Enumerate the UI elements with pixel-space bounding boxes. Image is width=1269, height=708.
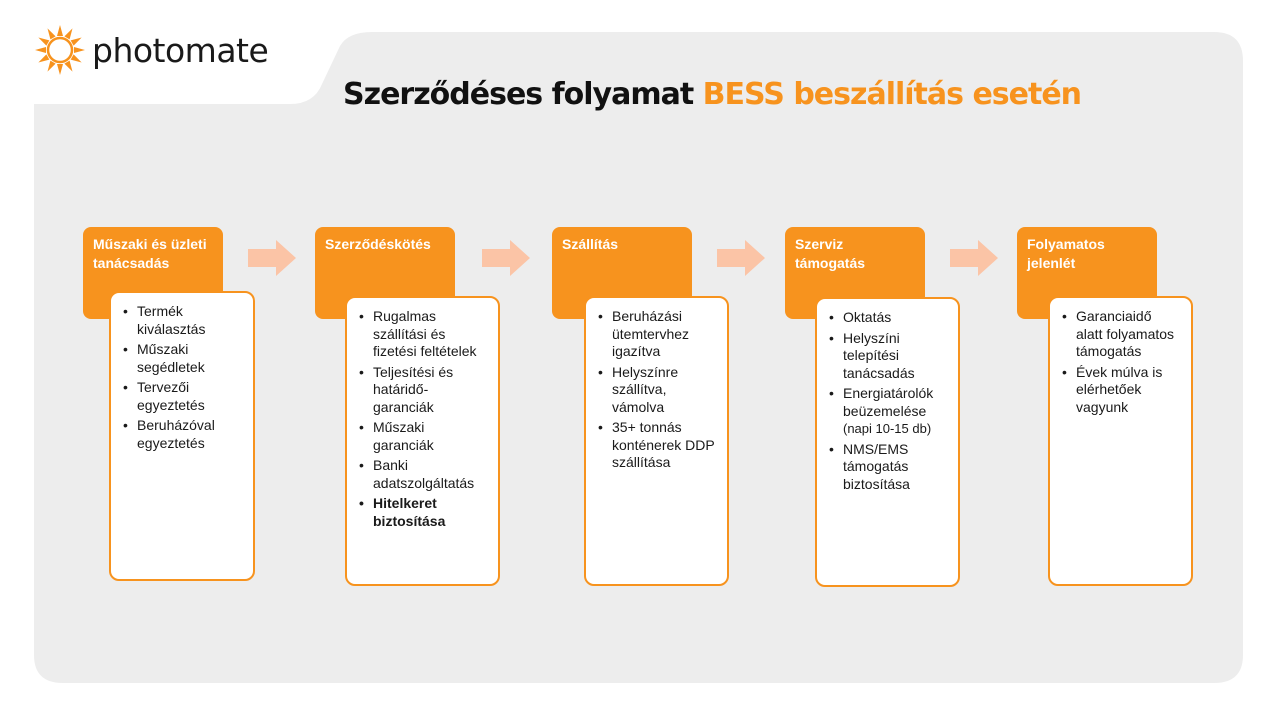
step-4-title: Szerviz támogatás xyxy=(795,236,866,271)
step-1-list: Termék kiválasztás Műszaki segédletek Te… xyxy=(121,303,243,452)
sun-logo-icon xyxy=(35,25,85,75)
list-item: Helyszíni telepítési tanácsadás xyxy=(827,330,948,383)
list-item: Műszaki garanciák xyxy=(357,419,488,454)
list-item: Helyszínre szállítva, vámolva xyxy=(596,364,717,417)
arrow-right-icon xyxy=(248,240,296,276)
step-1-card: Termék kiválasztás Műszaki segédletek Te… xyxy=(109,291,255,581)
step-1-title: Műszaki és üzleti tanácsadás xyxy=(93,236,207,271)
page-title: Szerződéses folyamat BESS beszállítás es… xyxy=(343,76,1082,114)
title-main: Szerződéses folyamat xyxy=(343,77,694,112)
arrow-right-icon xyxy=(482,240,530,276)
step-3-card: Beruházási ütemtervhez igazítva Helyszín… xyxy=(584,296,729,586)
list-item: Műszaki segédletek xyxy=(121,341,243,376)
step-2-card: Rugalmas szállítási és fizetési feltétel… xyxy=(345,296,500,586)
step-4-card: Oktatás Helyszíni telepítési tanácsadás … xyxy=(815,297,960,587)
list-item: Energiatárolók beüzemelése (napi 10-15 d… xyxy=(827,385,948,438)
step-4-list: Oktatás Helyszíni telepítési tanácsadás … xyxy=(827,309,948,493)
step-5-title: Folyamatos jelenlét xyxy=(1027,236,1105,271)
list-item: Oktatás xyxy=(827,309,948,327)
brand-logo: photomate xyxy=(34,24,269,76)
step-5-card: Garanciaidő alatt folyamatos támogatás É… xyxy=(1048,296,1193,586)
step-5-list: Garanciaidő alatt folyamatos támogatás É… xyxy=(1060,308,1181,416)
list-item: Beruházási ütemtervhez igazítva xyxy=(596,308,717,361)
title-accent: BESS beszállítás esetén xyxy=(702,77,1082,112)
list-item-bold: Hitelkeret biztosítása xyxy=(357,495,488,530)
list-item: NMS/EMS támogatás biztosítása xyxy=(827,441,948,494)
brand-name: photomate xyxy=(92,30,269,70)
list-item: Évek múlva is elérhetőek vagyunk xyxy=(1060,364,1181,417)
step-2-list: Rugalmas szállítási és fizetési feltétel… xyxy=(357,308,488,530)
list-item: Garanciaidő alatt folyamatos támogatás xyxy=(1060,308,1181,361)
step-2-title: Szerződéskötés xyxy=(325,236,431,252)
list-item: Rugalmas szállítási és fizetési feltétel… xyxy=(357,308,488,361)
list-item: Banki adatszolgáltatás xyxy=(357,457,488,492)
list-item: Teljesítési és határidő-garanciák xyxy=(357,364,488,417)
list-item-text: Energiatárolók beüzemelése xyxy=(843,385,934,419)
list-item: Tervezői egyeztetés xyxy=(121,379,243,414)
list-item: 35+ tonnás konténerek DDP szállítása xyxy=(596,419,717,472)
arrow-right-icon xyxy=(717,240,765,276)
arrow-right-icon xyxy=(950,240,998,276)
step-3-list: Beruházási ütemtervhez igazítva Helyszín… xyxy=(596,308,717,472)
step-3-title: Szállítás xyxy=(562,236,619,252)
list-item: Beruházóval egyeztetés xyxy=(121,417,243,452)
list-item-note: (napi 10-15 db) xyxy=(843,421,932,436)
list-item: Termék kiválasztás xyxy=(121,303,243,338)
